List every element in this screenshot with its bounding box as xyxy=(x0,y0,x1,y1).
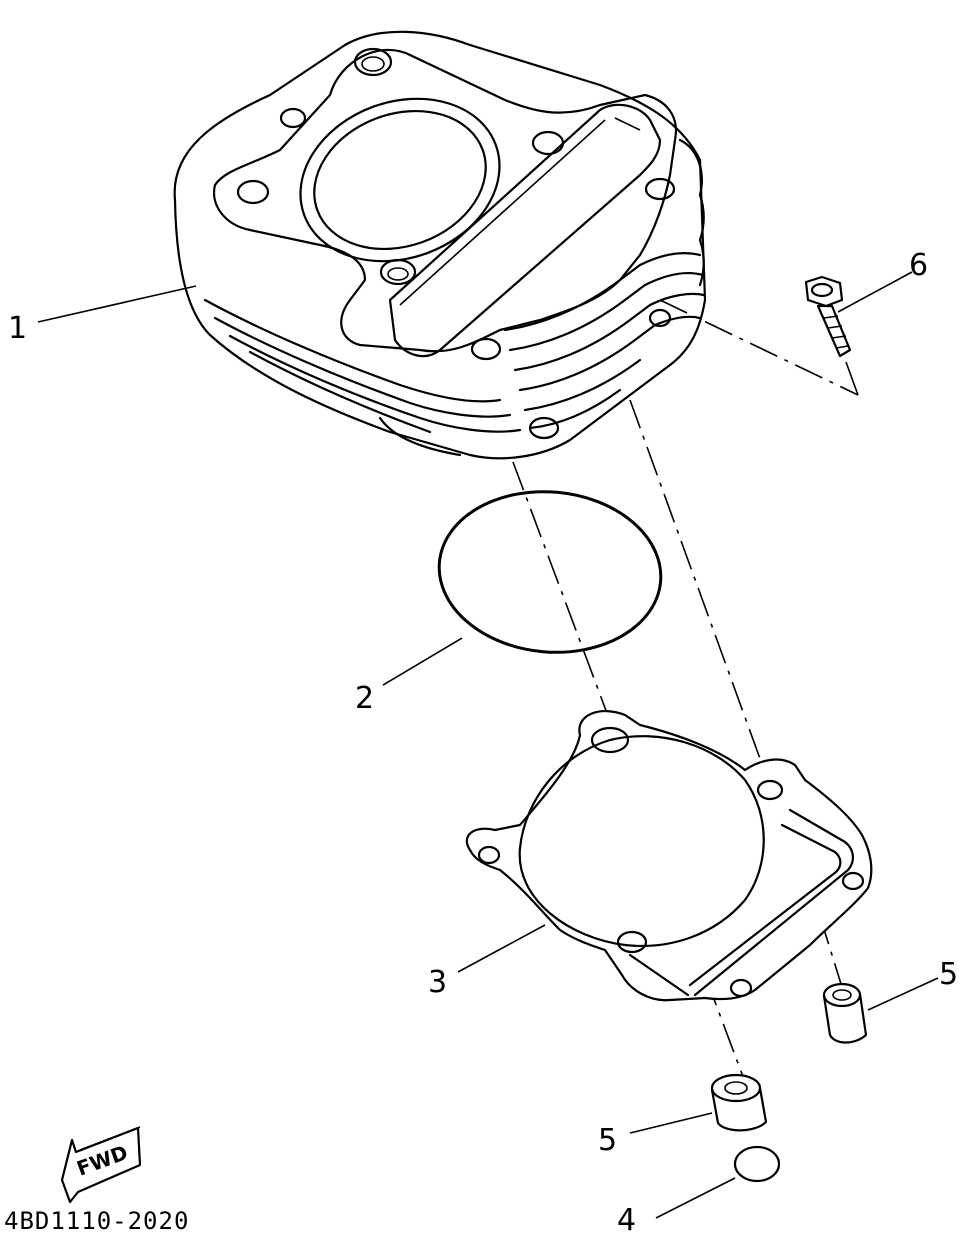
dowel-pin-lower xyxy=(710,1073,768,1132)
callout-3: 3 xyxy=(428,965,447,1000)
diagram-code: 4BD1110-2020 xyxy=(4,1207,189,1234)
callout-4: 4 xyxy=(617,1203,636,1234)
dowel-pin-right xyxy=(822,982,868,1044)
seal-disc xyxy=(733,1145,781,1183)
leader-5-right xyxy=(867,977,939,1011)
leader-1 xyxy=(37,285,197,323)
callout-5-lower: 5 xyxy=(598,1123,617,1158)
fwd-arrow-icon: FWD xyxy=(60,1126,142,1204)
leader-6 xyxy=(837,271,913,313)
leader-4 xyxy=(655,1177,736,1219)
callout-6: 6 xyxy=(909,248,928,283)
o-ring xyxy=(437,490,663,654)
base-gasket xyxy=(465,710,873,1002)
callout-1: 1 xyxy=(8,311,27,346)
cylinder-block xyxy=(173,30,707,460)
leader-5-lower xyxy=(629,1112,713,1134)
leader-3 xyxy=(457,924,546,973)
callout-2: 2 xyxy=(355,681,374,716)
leader-2 xyxy=(382,637,463,686)
bolt xyxy=(804,275,852,358)
callout-5-right: 5 xyxy=(939,957,958,992)
